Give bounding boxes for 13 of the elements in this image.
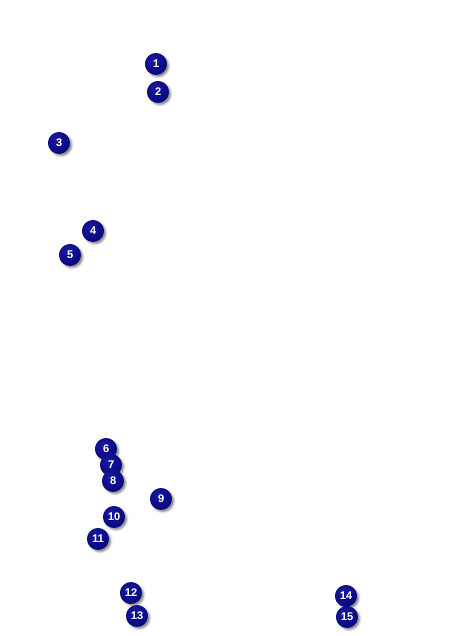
callout-number: 4 xyxy=(82,220,104,242)
callout-number: 13 xyxy=(126,605,148,627)
callout-number: 9 xyxy=(150,488,172,510)
callout-number: 10 xyxy=(103,506,125,528)
callout-number: 5 xyxy=(59,244,81,266)
callout-number: 8 xyxy=(102,470,124,492)
callout-number: 15 xyxy=(336,606,358,628)
callout-number: 2 xyxy=(147,81,169,103)
callout-number: 11 xyxy=(87,528,109,550)
callout-number: 14 xyxy=(335,585,357,607)
callout-number: 3 xyxy=(48,132,70,154)
callout-number: 1 xyxy=(145,53,167,75)
callout-number: 12 xyxy=(120,582,142,604)
